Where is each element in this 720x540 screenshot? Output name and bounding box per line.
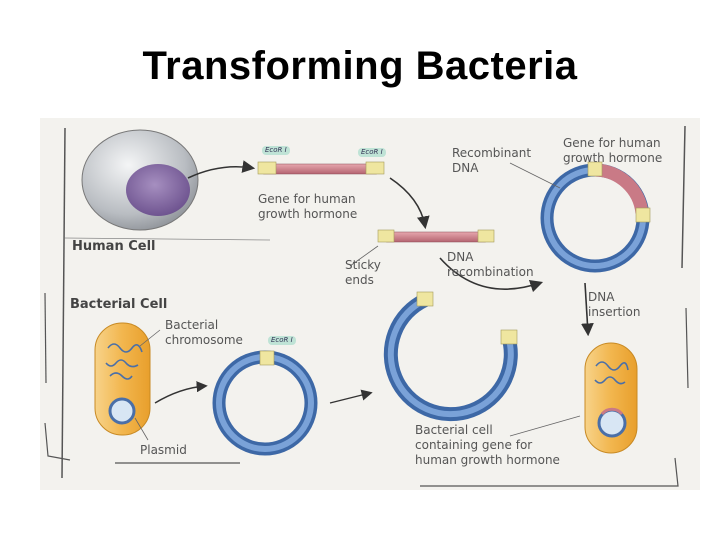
label-recombinant-dna: Recombinant <box>452 146 532 160</box>
hgh-gene-sticky-ends <box>377 229 495 243</box>
ecori-tag: EcoR I <box>268 336 296 345</box>
slide-title: Transforming Bacteria <box>142 44 578 88</box>
label-human-cell: Human Cell <box>72 239 156 254</box>
label-dna-insertion-2: insertion <box>588 305 641 319</box>
recombinant-plasmid <box>540 161 651 273</box>
label-dna-recombination: DNA <box>447 250 474 264</box>
transformed-bacterium <box>584 342 638 454</box>
human-cell <box>81 129 199 231</box>
diagram-figure: EcoR I EcoR I EcoR I Human Cell Gene for… <box>40 118 700 490</box>
label-recombinant-dna-2: DNA <box>452 161 479 175</box>
label-result-cell-2: containing gene for <box>415 438 533 452</box>
hgh-gene-segment <box>257 161 385 175</box>
ecori-tag: EcoR I <box>262 146 290 155</box>
label-result-cell-3: human growth hormone <box>415 453 560 467</box>
label-bacterial-chromosome-2: chromosome <box>165 333 243 347</box>
label-gene-hgh-2: growth hormone <box>258 207 358 221</box>
label-gene-top: Gene for human <box>563 136 661 150</box>
opened-plasmid <box>383 291 518 422</box>
label-gene-top-2: growth hormone <box>563 151 663 165</box>
label-plasmid: Plasmid <box>140 443 187 457</box>
cut-plasmid <box>212 350 318 456</box>
label-sticky-ends: Sticky <box>345 258 381 272</box>
diagram-illustration <box>44 125 689 487</box>
ecori-tag: EcoR I <box>358 148 386 157</box>
bacterial-cell <box>94 322 151 436</box>
label-result-cell: Bacterial cell <box>415 423 493 437</box>
label-dna-insertion: DNA <box>588 290 615 304</box>
label-sticky-ends-2: ends <box>345 273 374 287</box>
label-dna-recombination-2: recombination <box>447 265 534 279</box>
label-gene-hgh: Gene for human <box>258 192 356 206</box>
label-bacterial-chromosome: Bacterial <box>165 318 219 332</box>
label-bacterial-cell: Bacterial Cell <box>70 297 168 312</box>
